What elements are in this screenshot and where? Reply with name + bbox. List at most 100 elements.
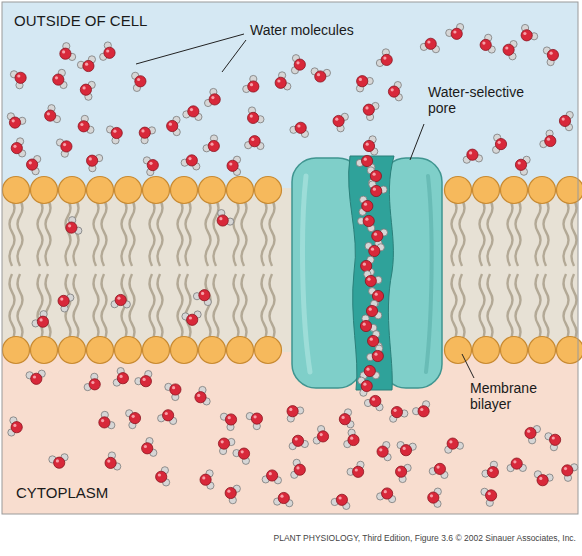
water-molecule — [139, 127, 155, 144]
atom-highlight — [383, 57, 386, 60]
water-molecule — [376, 49, 392, 67]
water-molecule — [111, 294, 130, 308]
water-molecule — [493, 134, 507, 153]
water-molecule — [142, 438, 157, 457]
atom-highlight — [101, 419, 104, 422]
oxygen-atom — [87, 155, 98, 166]
water-molecule — [105, 452, 121, 470]
water-molecule — [377, 488, 396, 503]
water-molecule — [45, 105, 61, 123]
oxygen-atom — [360, 320, 371, 331]
lipid-head — [445, 177, 472, 204]
lipid-head — [31, 337, 58, 364]
atom-highlight — [113, 130, 116, 133]
atom-highlight — [437, 466, 440, 469]
atom-highlight — [289, 408, 292, 411]
atom-highlight — [55, 76, 58, 79]
atom-highlight — [89, 157, 92, 160]
atom-highlight — [564, 467, 567, 470]
atom-highlight — [367, 278, 370, 281]
lipid-tail — [10, 274, 15, 340]
water-molecule — [203, 135, 219, 152]
lipid-tail — [452, 274, 457, 340]
leader-line — [410, 124, 424, 160]
oxygen-atom — [140, 376, 151, 387]
lipid-tail — [234, 200, 239, 266]
water-molecule — [245, 136, 264, 150]
oxygen-atom — [372, 350, 383, 361]
atom-highlight — [143, 378, 146, 381]
atom-highlight — [85, 63, 88, 66]
water-molecule — [49, 454, 68, 469]
lipid-tail — [206, 274, 211, 340]
atom-highlight — [189, 316, 192, 319]
water-molecules — [7, 24, 578, 510]
extracellular-ground — [2, 2, 578, 514]
lipid-tail — [544, 274, 549, 340]
oxygen-atom — [503, 44, 514, 55]
lipid-tail — [508, 200, 513, 266]
oxygen-atom — [80, 84, 91, 95]
lipid-tail — [460, 274, 465, 340]
water-molecule — [311, 68, 330, 82]
atom-highlight — [40, 318, 43, 321]
atom-highlight — [63, 143, 66, 146]
water-molecule — [534, 471, 553, 486]
oxygen-atom — [54, 457, 65, 468]
atom-highlight — [149, 162, 152, 165]
atom-highlight — [107, 460, 110, 463]
lipid-tail — [94, 200, 99, 266]
atom-highlight — [12, 119, 15, 122]
region-label: Membrane bilayer — [470, 380, 550, 412]
oxygen-atom — [115, 294, 126, 305]
lipid-head — [445, 337, 472, 364]
atom-highlight — [296, 466, 299, 469]
oxygen-atom — [156, 471, 167, 482]
water-molecule — [100, 42, 116, 61]
water-molecule — [58, 294, 74, 312]
oxygen-atom — [447, 438, 458, 449]
lipid-tail — [488, 274, 493, 340]
atom-highlight — [498, 141, 501, 144]
oxygen-atom — [486, 490, 497, 501]
oxygen-atom — [381, 54, 392, 65]
atom-highlight — [374, 353, 377, 356]
oxygen-atom — [382, 488, 393, 499]
water-molecule — [32, 311, 49, 328]
water-molecule — [248, 107, 265, 124]
lipid-head — [473, 337, 500, 364]
oxygen-atom — [550, 434, 561, 445]
water-molecule — [525, 426, 541, 444]
oxygen-atom — [371, 185, 382, 196]
atom-highlight — [430, 494, 433, 497]
lipid-head — [199, 337, 226, 364]
water-molecule — [165, 383, 181, 400]
atom-highlight — [369, 308, 372, 311]
lipid-head — [227, 337, 254, 364]
atom-highlight — [241, 450, 244, 453]
lipid-tail — [270, 200, 275, 266]
oxygen-atom — [362, 155, 373, 166]
water-molecule — [220, 413, 236, 431]
oxygen-atom — [339, 414, 350, 425]
oxygen-atom — [428, 492, 439, 503]
oxygen-atom — [370, 395, 381, 406]
atom-highlight — [339, 496, 342, 499]
water-molecule — [291, 459, 306, 478]
atom-highlight — [342, 416, 345, 419]
atom-highlight — [250, 83, 253, 86]
oxygen-atom — [60, 48, 71, 59]
lipid-tail — [130, 274, 135, 340]
water-molecule — [217, 210, 234, 227]
oxygen-atom — [170, 384, 181, 395]
atom-highlight — [350, 437, 353, 440]
lipid-tail — [158, 274, 163, 340]
water-molecule — [227, 156, 241, 175]
lipid-head — [501, 177, 528, 204]
lipid-tail — [150, 274, 155, 340]
atom-highlight — [469, 151, 472, 154]
water-molecule — [481, 488, 497, 506]
atom-highlight — [488, 492, 491, 495]
lipid-head — [255, 177, 282, 204]
